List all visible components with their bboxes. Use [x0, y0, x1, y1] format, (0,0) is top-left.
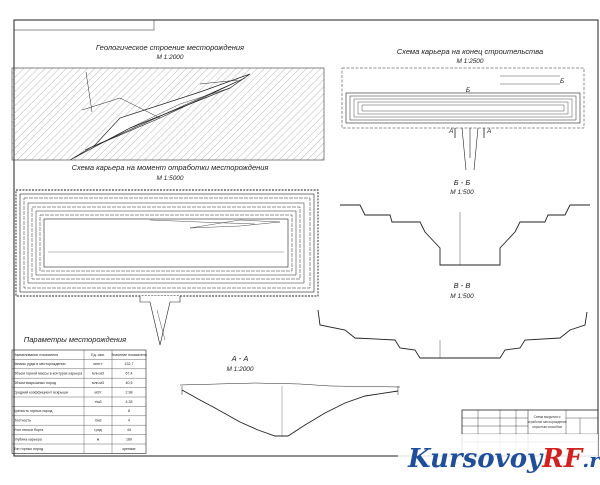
stamp-title-line-2: отработки месторождения	[527, 420, 566, 424]
quarry-end-scale: М 1:2500	[456, 58, 483, 65]
params-head-cell-1: Ед. изм.	[91, 353, 105, 357]
quarry-end-plan	[341, 67, 585, 171]
params-table: Наименование показателя Ед. изм. Значение …	[11, 349, 147, 454]
params-row-10-cell-2: крепкие	[122, 447, 135, 451]
params-head-cell-0: Наименование показателя	[14, 353, 59, 357]
params-row-4-cell-0: Средний коэффициент вскрыши	[14, 390, 68, 394]
watermark: KursovoyRF.ru	[398, 434, 600, 474]
params-row-1-cell-2: 132,7	[125, 362, 134, 366]
params-row-4-cell-2: 2,98	[126, 390, 133, 394]
watermark-accent: RF	[541, 444, 584, 474]
params-row-1-cell-0: Запасы руды в месторождении	[14, 362, 66, 366]
params-row-7-cell-1: т/м3	[94, 419, 101, 423]
geology-scale: М 1:2000	[156, 54, 183, 61]
params-head-cell-2: Значение показателя	[111, 353, 147, 357]
section-vv-title: В - В	[454, 281, 471, 290]
section-aa-profile	[179, 382, 401, 437]
params-row-6-cell-0: Крепость горных пород	[14, 409, 54, 413]
params-row-9-cell-2: 180	[126, 437, 132, 441]
section-vv-scale: М 1:500	[450, 293, 474, 300]
section-aa-scale: М 1:2000	[226, 366, 253, 373]
section-mark-b-center: Б	[466, 87, 470, 94]
params-row-8-cell-0: Угол откоса борта	[14, 428, 44, 432]
section-bb-profile	[340, 204, 590, 266]
stamp-title-line-1: Схема вскрытия и	[534, 415, 561, 419]
params-row-7-cell-2: 4	[128, 419, 130, 423]
stamp-title-line-3: открытым способом	[532, 425, 562, 429]
section-vv-profile	[317, 309, 588, 359]
params-row-8-cell-2: 44	[127, 428, 131, 432]
frame-corner-box	[13, 19, 155, 31]
params-row-4-cell-1: м3/т	[94, 390, 101, 394]
section-mark-b-top: Б	[560, 78, 564, 85]
section-bb-title: Б - Б	[454, 178, 471, 187]
section-aa-title: А - А	[231, 354, 249, 363]
quarry-end-title: Схема карьера на конец строительства	[397, 47, 543, 56]
sheet-frame	[13, 19, 599, 457]
params-row-3-cell-2: 40,5	[126, 381, 133, 385]
params-row-2-cell-2: 67,4	[126, 372, 133, 376]
section-mark-a-left: А	[448, 128, 453, 135]
quarry-mined-plan	[15, 189, 319, 346]
params-row-5-cell-1: т/м3	[94, 400, 101, 404]
section-bb-scale: М 1:500	[450, 189, 474, 196]
params-row-2-cell-1: млн.м3	[92, 372, 104, 376]
quarry-mined-title: Схема карьера на момент отработки местор…	[72, 163, 269, 172]
watermark-main: Kursovoy	[407, 444, 544, 474]
section-mark-a-right: А	[486, 128, 491, 135]
params-row-7-cell-0: Плотность	[14, 419, 32, 423]
params-row-10-cell-0: Тип горных пород	[14, 447, 44, 451]
params-row-5-cell-2: 4,35	[126, 400, 133, 404]
params-row-1-cell-1: млн.т	[93, 362, 103, 366]
geology-section	[11, 67, 325, 161]
geology-title: Геологическое строение месторождения	[96, 43, 244, 52]
params-row-3-cell-1: млн.м3	[92, 381, 104, 385]
watermark-text: KursovoyRF.ru	[407, 444, 600, 474]
params-row-2-cell-0: Объем горной массы в контурах карьера	[14, 372, 83, 376]
params-row-6-cell-2: 8	[128, 409, 130, 413]
watermark-suffix: .ru	[582, 448, 600, 472]
params-row-8-cell-1: град	[94, 428, 102, 432]
params-title: Параметры месторождения	[24, 335, 126, 344]
params-row-9-cell-1: м	[97, 437, 100, 441]
params-row-3-cell-0: Объем вскрышных пород	[14, 381, 57, 385]
quarry-mined-scale: М 1:5000	[156, 175, 183, 182]
params-row-9-cell-0: Глубина карьера	[14, 437, 42, 441]
